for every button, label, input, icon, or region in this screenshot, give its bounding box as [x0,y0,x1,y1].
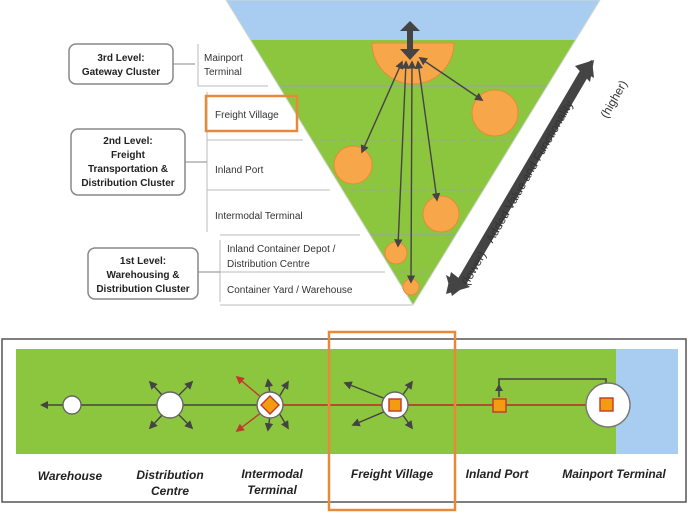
tier-label-depot-line-2: Distribution Centre [227,259,310,270]
water-access-arrow [400,21,420,60]
level-3-title-line-2: Gateway Cluster [82,67,160,78]
level-box-2: 2nd Level: Freight Transportation & Dist… [70,128,207,196]
tier-label-depot-line-1: Inland Container Depot / [227,244,336,255]
freight-village-branches [343,380,413,430]
level-box-1: 1st Level: Warehousing & Distribution Cl… [87,247,220,300]
level-1-title-line-3: Distribution Cluster [96,284,189,295]
value-axis-high-label: (higher) [597,78,630,121]
label-freight-village: Freight Village [351,467,434,481]
tier-label-container-yard: Container Yard / Warehouse [227,285,353,296]
level-2-title-line-3: Transportation & [88,164,168,175]
level-box-3: 3rd Level: Gateway Cluster [68,43,195,85]
label-intermodal-terminal-line-1: Intermodal [241,467,303,481]
label-mainport-terminal: Mainport Terminal [562,467,666,481]
tier-label-mainport-line-1: Mainport [204,53,243,64]
tier-label-freight-village: Freight Village [215,110,279,121]
label-inland-port: Inland Port [466,467,530,481]
level-1-title-line-2: Warehousing & [107,270,180,281]
intermodal-bubble [422,195,460,233]
value-axis-low-label: (lower) [458,249,488,288]
inland-port-bubble [333,145,373,185]
tier-label-inland-port: Inland Port [215,165,264,176]
level-2-title-line-1: 2nd Level: [103,136,152,147]
network-land [16,349,616,454]
tier-label-intermodal-terminal: Intermodal Terminal [215,211,303,222]
level-2-title-line-2: Freight [111,150,146,161]
node-freight-village [381,391,409,419]
tier-labels: Mainport Terminal Freight Village Inland… [204,53,353,296]
node-mainport-terminal [585,382,631,428]
network-freight-village-highlight [327,330,457,512]
node-intermodal-terminal [256,391,284,419]
freight-village-bubble [471,89,519,137]
label-distribution-centre-line-1: Distribution [136,468,203,482]
dc-branches [148,380,194,430]
tier-label-mainport-line-2: Terminal [204,67,242,78]
label-distribution-centre-line-2: Centre [151,484,189,498]
freight-village-highlight [204,94,299,133]
network-panel: Warehouse Distribution Centre Intermodal… [1,330,687,512]
svg-text:3rd Level:: 3rd Level: [97,53,144,64]
node-warehouse [62,395,82,415]
depot-bubble [384,241,408,265]
level-3-title-line-1: 3rd Level: [97,53,144,64]
hierarchy-arrows [360,57,484,284]
node-inland-port [492,398,507,413]
label-intermodal-terminal-line-2: Terminal [247,483,297,497]
level-1-title-line-1: 1st Level: [120,256,166,267]
label-warehouse: Warehouse [38,469,103,483]
node-distribution-centre [156,391,184,419]
level-2-title-line-4: Distribution Cluster [81,178,174,189]
